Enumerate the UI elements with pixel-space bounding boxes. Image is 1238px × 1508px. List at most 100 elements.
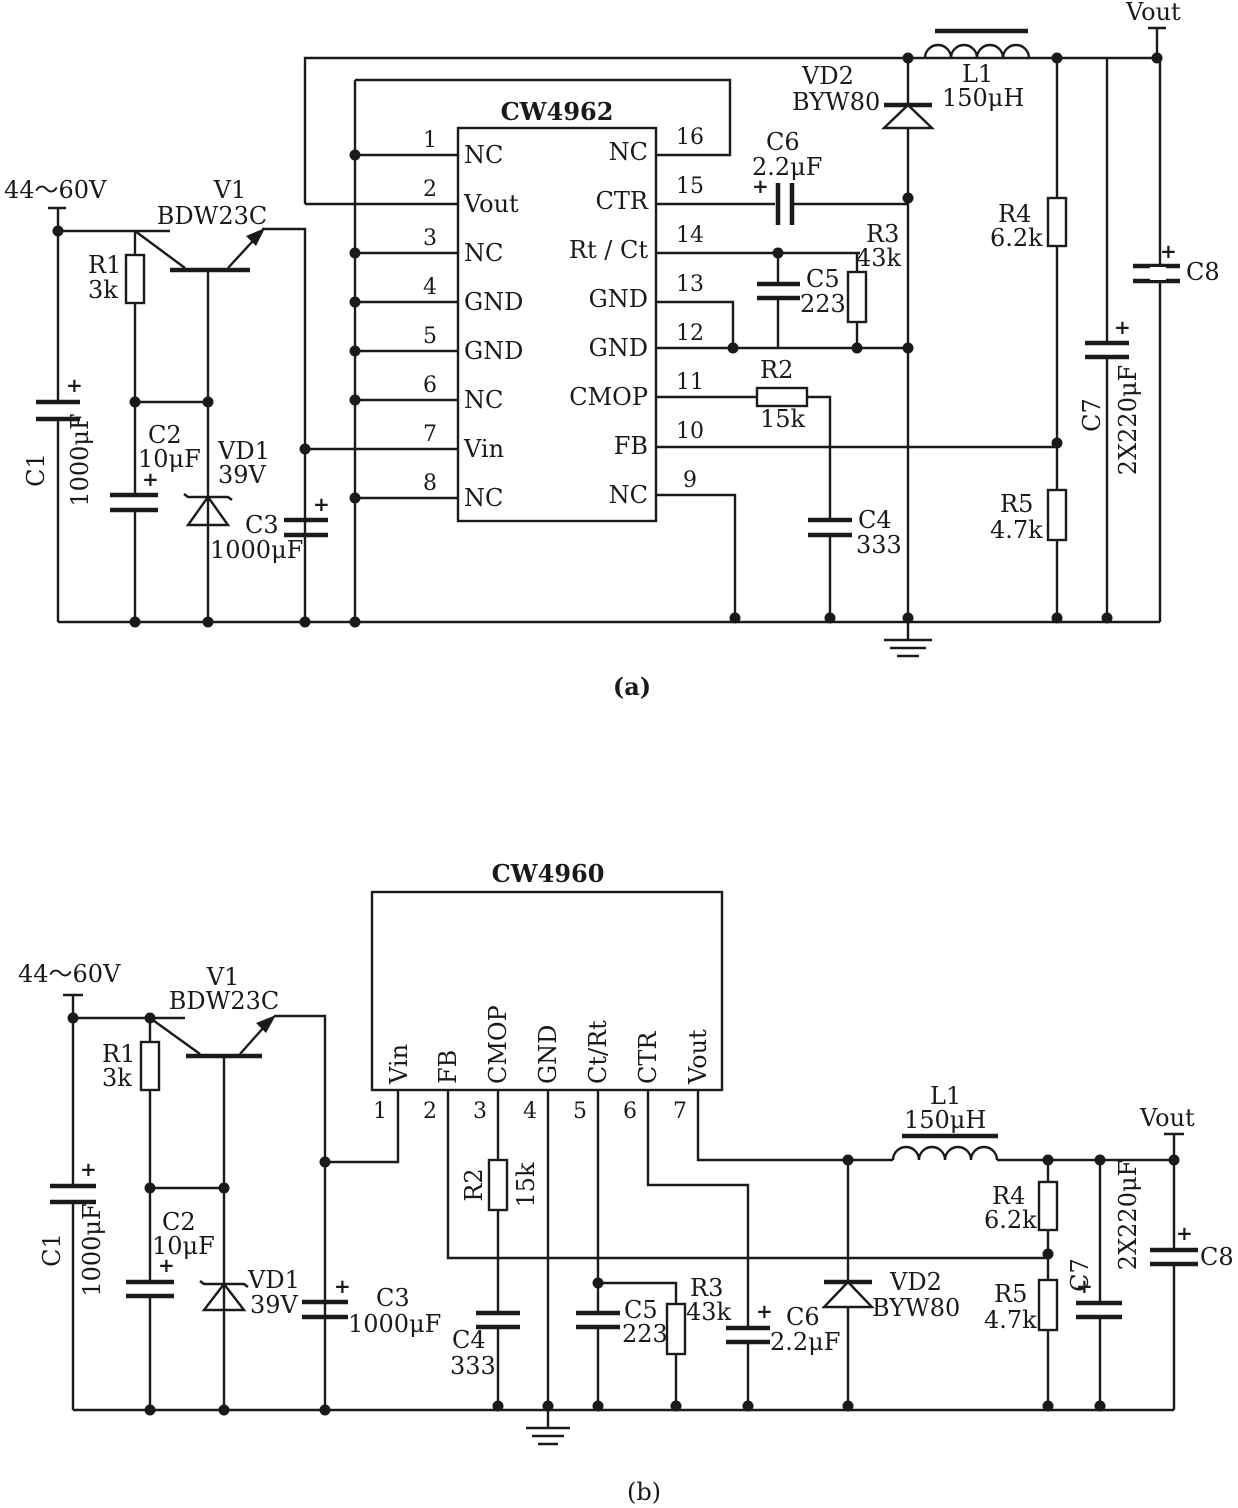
l1-name: L1 bbox=[962, 60, 993, 88]
svg-text:+: + bbox=[66, 373, 83, 397]
r2-name: R2 bbox=[760, 356, 793, 384]
pin-label: NC bbox=[464, 386, 503, 414]
r5-name: R5 bbox=[1000, 490, 1033, 518]
capacitor-c3: + C3 1000μF bbox=[210, 492, 330, 564]
v1-name: V1 bbox=[206, 963, 240, 991]
pin-label: NC bbox=[464, 141, 503, 169]
c4-name: C4 bbox=[858, 506, 892, 534]
pin-label: Vout bbox=[463, 190, 519, 218]
svg-text:+: + bbox=[158, 1253, 175, 1277]
ic-a-right-pins bbox=[355, 78, 1057, 618]
pin-number: 13 bbox=[676, 272, 704, 297]
output-terminal-a: Vout bbox=[1125, 0, 1181, 58]
r3-value: 43k bbox=[856, 244, 902, 272]
ic-cw4960-name: CW4960 bbox=[492, 859, 605, 888]
c3-name: C3 bbox=[376, 1284, 410, 1312]
pin-label: GND bbox=[464, 288, 523, 316]
r3-name: R3 bbox=[690, 1274, 723, 1302]
r4-value: 6.2k bbox=[990, 224, 1043, 252]
svg-text:+: + bbox=[752, 174, 769, 198]
c2-name: C2 bbox=[162, 1208, 196, 1236]
pin-label: FB bbox=[434, 1050, 462, 1084]
vd2-value: BYW80 bbox=[872, 1294, 960, 1322]
c1-value: 1000μF bbox=[78, 1203, 106, 1296]
r4-name: R4 bbox=[992, 1182, 1025, 1210]
c5-name: C5 bbox=[624, 1296, 658, 1324]
c3-value: 1000μF bbox=[210, 536, 303, 564]
c4-value: 333 bbox=[450, 1352, 496, 1380]
svg-text:+: + bbox=[756, 1299, 773, 1323]
ground-symbol-b bbox=[526, 1410, 570, 1446]
r2-value: 15k bbox=[760, 405, 806, 433]
input-voltage-label: 44～60V bbox=[18, 960, 121, 988]
pin-number: 4 bbox=[423, 275, 437, 300]
r5-value: 4.7k bbox=[990, 516, 1043, 544]
pin-number: 15 bbox=[676, 174, 704, 199]
transistor-v1-b: V1 BDW23C bbox=[149, 963, 327, 1410]
r3-value: 43k bbox=[686, 1298, 732, 1326]
capacitor-c2-b: + C2 10μF bbox=[126, 1208, 215, 1299]
pin-label: GND bbox=[589, 285, 648, 313]
pin-label: GND bbox=[534, 1025, 562, 1084]
input-terminal-a: 44～60V bbox=[4, 176, 107, 622]
capacitor-c1-b: + C1 1000μF bbox=[38, 1157, 106, 1297]
c8-name: C8 bbox=[1186, 258, 1220, 286]
output-terminal-b: Vout bbox=[1139, 1104, 1195, 1410]
c4-value: 333 bbox=[856, 531, 902, 559]
pin-number: 7 bbox=[673, 1099, 687, 1124]
capacitor-c7-b: + C7 2X220μF bbox=[1066, 1160, 1142, 1410]
c6-name: C6 bbox=[766, 128, 800, 156]
capacitor-c7-a: + C7 2X220μF bbox=[1078, 58, 1142, 622]
pin-number: 12 bbox=[676, 321, 704, 346]
capacitor-c3-b: + C3 1000μF bbox=[302, 1274, 441, 1338]
capacitor-c4-b: C4 333 bbox=[450, 1310, 520, 1410]
diode-vd2-a: VD2 BYW80 bbox=[792, 58, 935, 622]
pin-label: Ct/Rt bbox=[584, 1020, 612, 1084]
pin-number: 6 bbox=[423, 373, 437, 398]
output-label: Vout bbox=[1139, 1104, 1195, 1132]
svg-text:+: + bbox=[142, 467, 159, 491]
r4-value: 6.2k bbox=[984, 1206, 1037, 1234]
resistor-r4-a: R4 6.2k bbox=[990, 58, 1068, 490]
diode-vd2-b: VD2 BYW80 bbox=[821, 1160, 960, 1410]
pin-label: Vout bbox=[684, 1029, 712, 1085]
c5-value: 223 bbox=[800, 290, 846, 318]
v1-value: BDW23C bbox=[157, 202, 267, 230]
r1-value: 3k bbox=[88, 276, 118, 304]
transistor-v1: V1 BDW23C bbox=[134, 176, 307, 622]
resistor-r2-b: R2 15k bbox=[460, 1158, 540, 1313]
vd2-name: VD2 bbox=[801, 62, 854, 90]
circuit-b: CW4960 Vin FB CMOP GND Ct/Rt CTR Vout 1 … bbox=[18, 859, 1234, 1506]
ground-symbol-a bbox=[884, 622, 932, 658]
svg-text:+: + bbox=[80, 1157, 97, 1181]
capacitor-c1: + C1 1000μF bbox=[22, 373, 94, 507]
pin-label: Vin bbox=[463, 435, 504, 463]
pin-number: 5 bbox=[423, 324, 437, 349]
svg-text:+: + bbox=[1176, 1221, 1193, 1245]
capacitor-c4-a: C4 333 bbox=[808, 506, 902, 622]
ic-b-pin-numbers: 1 2 3 4 5 6 7 bbox=[373, 1099, 687, 1124]
pin-number: 1 bbox=[373, 1099, 387, 1124]
pin-label: NC bbox=[464, 484, 503, 512]
pin1-wire bbox=[325, 1090, 400, 1164]
pin-number: 1 bbox=[423, 128, 437, 153]
pin-label: NC bbox=[609, 138, 648, 166]
pin-number: 2 bbox=[423, 177, 437, 202]
inductor-l1-b: L1 150μH bbox=[891, 1082, 1174, 1162]
svg-text:+: + bbox=[1160, 239, 1177, 263]
c2-value: 10μF bbox=[138, 445, 201, 473]
pin7-wire bbox=[696, 1090, 893, 1162]
svg-text:+: + bbox=[313, 492, 330, 516]
resistor-r1-b: R1 3k bbox=[102, 1018, 224, 1410]
l1-value: 150μH bbox=[904, 1106, 986, 1134]
pin-number: 6 bbox=[623, 1099, 637, 1124]
svg-text:+: + bbox=[1076, 1274, 1093, 1298]
ic-b-pin-labels: Vin FB CMOP GND Ct/Rt CTR Vout bbox=[385, 1005, 712, 1085]
pin-number: 5 bbox=[573, 1099, 587, 1124]
c8-name: C8 bbox=[1200, 1243, 1234, 1271]
vd1-name: VD1 bbox=[217, 437, 270, 465]
c7-value: 2X220μF bbox=[1114, 365, 1142, 475]
resistor-r3-a: R3 43k bbox=[846, 220, 902, 348]
pin6-wire bbox=[646, 1090, 750, 1328]
